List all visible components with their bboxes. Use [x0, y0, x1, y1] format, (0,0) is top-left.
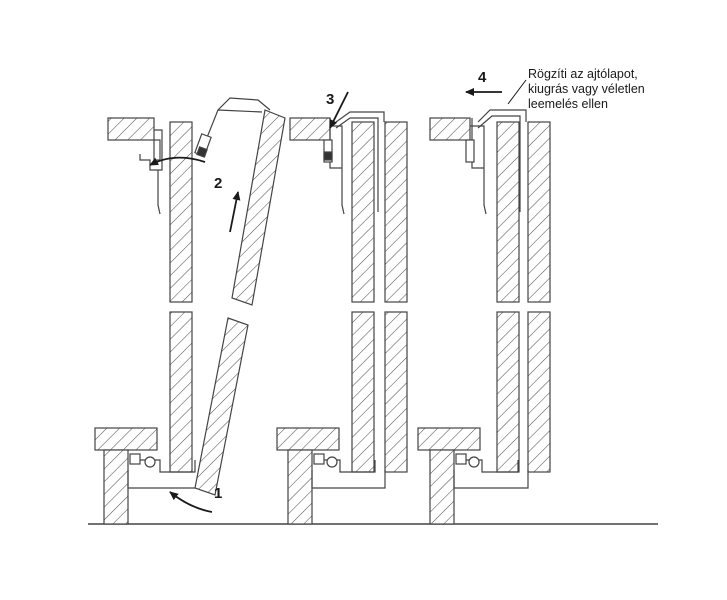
panel-3-arrows — [465, 79, 527, 105]
arrow-step-3 — [329, 91, 349, 129]
bottom-beam — [276, 427, 340, 451]
hanger-clip — [465, 139, 475, 163]
door-lower — [384, 311, 408, 473]
bottom-post — [287, 449, 313, 525]
bottom-beam — [94, 427, 158, 451]
left-wall-lower — [496, 311, 520, 473]
bottom-wheel — [144, 456, 156, 468]
door-hanger — [477, 109, 527, 212]
top-guide-bracket — [470, 118, 487, 215]
door-upper — [527, 121, 551, 303]
hanger-clip — [323, 139, 333, 163]
top-guide-bracket — [139, 129, 163, 215]
left-wall-lower — [169, 311, 193, 473]
step-4-label: 4 — [478, 69, 487, 86]
left-wall-lower — [351, 311, 375, 473]
panel-2-arrows — [329, 91, 349, 129]
top-beam — [107, 117, 155, 141]
bottom-roller — [129, 453, 141, 465]
step-2-label: 2 — [214, 175, 222, 192]
door-lower — [527, 311, 551, 473]
door-upper — [384, 121, 408, 303]
door-hanger — [335, 111, 385, 212]
panel-step-4 — [417, 109, 551, 525]
tilted-door-lower — [194, 317, 249, 496]
panel-step-3 — [276, 111, 408, 525]
note-leader-line — [507, 79, 527, 105]
hanger-cap — [196, 146, 208, 158]
bottom-post — [429, 449, 455, 525]
top-beam — [429, 117, 471, 141]
note-line-3: leemelés ellen — [528, 97, 608, 111]
top-guide-bracket — [329, 118, 345, 215]
note-line-1: Rögzíti az ajtólapot, — [528, 67, 638, 81]
top-roller — [153, 139, 161, 161]
bottom-roller — [313, 453, 325, 465]
arrow-step-1 — [169, 491, 213, 513]
bottom-beam — [417, 427, 481, 451]
left-wall-upper — [351, 121, 375, 303]
left-wall-upper — [169, 121, 193, 303]
step-3-label: 3 — [326, 91, 334, 108]
bottom-wheel — [326, 456, 338, 468]
panel-1-arrows — [149, 156, 241, 513]
hanger-cap — [323, 151, 333, 161]
arrow-step-2-curve — [149, 156, 206, 166]
top-beam — [289, 117, 331, 141]
bottom-post — [103, 449, 129, 525]
arrow-step-2-up — [229, 191, 241, 233]
step-1-label: 1 — [214, 485, 222, 502]
left-wall-upper — [496, 121, 520, 303]
bottom-wheel — [468, 456, 480, 468]
bottom-roller — [455, 453, 467, 465]
panel-step-1-2 — [94, 97, 286, 525]
note-line-2: kiugrás vagy véletlen — [528, 82, 645, 96]
door-hanger — [201, 97, 271, 151]
tilted-door-upper — [231, 109, 286, 306]
